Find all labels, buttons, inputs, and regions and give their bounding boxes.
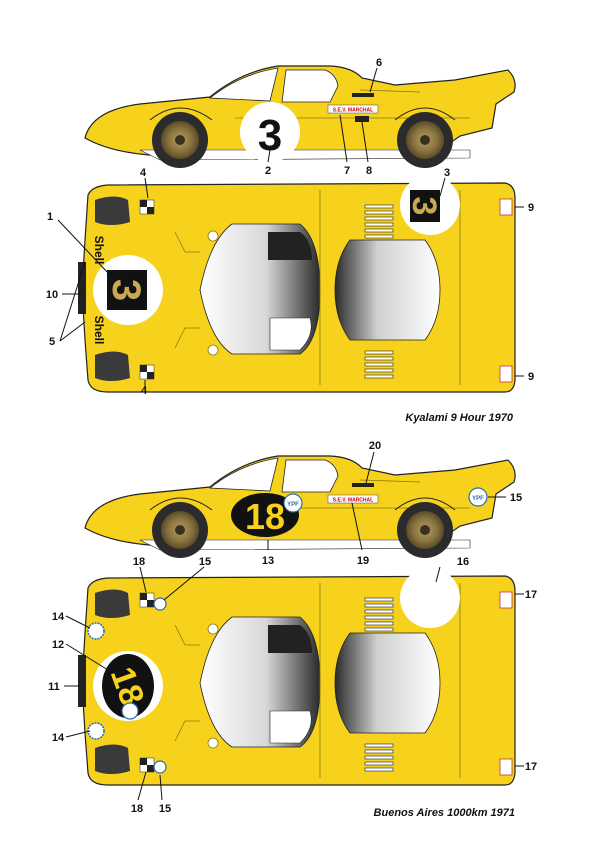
label-9-top: 9 — [528, 202, 534, 214]
label-18-top: 18 — [133, 556, 145, 568]
label-17-top: 17 — [525, 589, 537, 601]
label-10: 10 — [46, 289, 58, 301]
car-1-top-view: 3 3 Shell Shell — [77, 175, 516, 393]
ypf-roundel-side-1 — [283, 493, 303, 513]
label-15-side: 15 — [510, 492, 522, 504]
label-5: 5 — [49, 336, 55, 348]
number-oval-side — [231, 493, 299, 537]
label-7: 7 — [344, 165, 350, 177]
label-14-top: 14 — [52, 611, 65, 623]
label-8: 8 — [366, 165, 372, 177]
label-12: 12 — [52, 639, 64, 651]
label-1: 1 — [47, 211, 53, 223]
car-2-callouts: 20 15 13 19 18 15 16 17 14 12 11 14 17 1… — [48, 440, 537, 815]
label-9-bottom: 9 — [528, 371, 534, 383]
side-sponsor-logo: S.E.V. MARCHAL — [333, 108, 373, 114]
shell-decal-bottom: Shell — [92, 316, 106, 345]
shell-decal-top: Shell — [92, 236, 106, 265]
car-1-side-view: 3 S.E.V. MARCHAL — [84, 65, 516, 169]
race-number-tail: 3 — [405, 197, 443, 216]
car-1-callouts: 6 2 7 8 4 3 1 9 10 5 9 4 — [46, 57, 534, 397]
label-17-bottom: 17 — [525, 761, 537, 773]
label-15-bottom: 15 — [159, 803, 171, 815]
race-number-side-2: 18 — [245, 496, 285, 537]
label-14-bottom: 14 — [52, 732, 65, 744]
caption-car-2: Buenos Aires 1000km 1971 — [374, 807, 515, 819]
ypf-roundel-side-2 — [468, 487, 488, 507]
label-11: 11 — [48, 681, 60, 693]
label-6: 6 — [376, 57, 382, 69]
label-16: 16 — [457, 556, 469, 568]
side-sponsor-logo-2: S.E.V. MARCHAL — [333, 498, 373, 504]
number-roundel-side — [240, 102, 300, 162]
label-15-top: 15 — [199, 556, 211, 568]
car-2-side-view: 18 YPF S.E.V. MARCHAL YPF — [84, 455, 516, 559]
label-19: 19 — [357, 555, 369, 567]
white-roundel-tail — [400, 568, 460, 628]
label-13: 13 — [262, 555, 274, 567]
ypf-text-side-2: YPF — [472, 496, 484, 502]
race-number-nose: 3 — [104, 279, 148, 301]
label-4-bottom: 4 — [141, 385, 148, 397]
ypf-text-side-1: YPF — [287, 502, 299, 508]
label-20: 20 — [369, 440, 381, 452]
label-18-bottom: 18 — [131, 803, 143, 815]
label-4-top: 4 — [140, 167, 147, 179]
label-3: 3 — [444, 167, 450, 179]
label-2: 2 — [265, 165, 271, 177]
car-2-top-view: 18 — [77, 568, 516, 786]
caption-car-1: Kyalami 9 Hour 1970 — [405, 412, 513, 424]
